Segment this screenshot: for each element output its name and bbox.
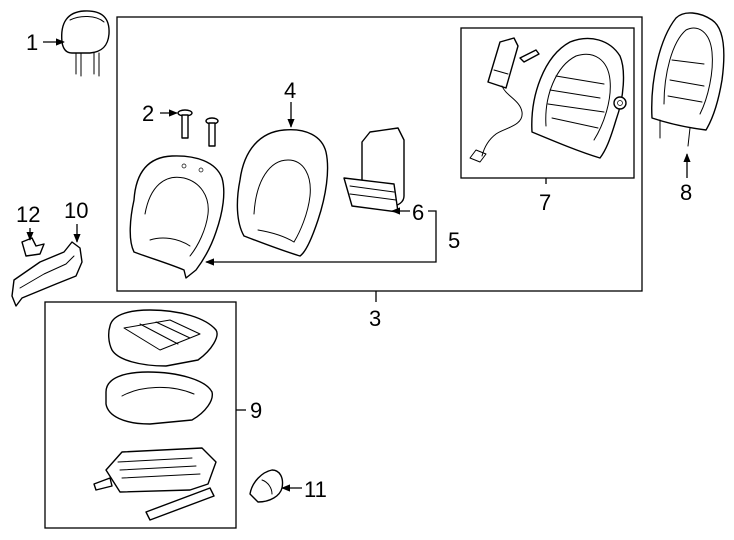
callout-7: 7 xyxy=(539,190,551,215)
frame-airbag-subbox xyxy=(460,27,635,179)
callout-2: 2 xyxy=(142,101,154,126)
callout-9: 9 xyxy=(250,398,262,423)
side-trim-part[interactable] xyxy=(11,241,83,307)
callout-4: 4 xyxy=(284,78,296,103)
seat-back-board-part[interactable] xyxy=(651,12,725,147)
callout-8: 8 xyxy=(680,180,692,205)
cushion-pad-part[interactable] xyxy=(105,371,213,425)
seat-back-cover-part[interactable] xyxy=(129,155,225,279)
headrest-part[interactable] xyxy=(61,10,110,77)
callout-12: 12 xyxy=(16,202,40,227)
cushion-frame-part[interactable] xyxy=(93,447,217,521)
seat-back-pad-part[interactable] xyxy=(236,129,329,257)
recliner-knob-part[interactable] xyxy=(249,469,284,503)
callout-1: 1 xyxy=(26,30,38,55)
airbag-frame-part[interactable] xyxy=(469,37,627,163)
back-panel-bracket-part[interactable] xyxy=(343,127,405,213)
callout-3: 3 xyxy=(369,306,381,331)
seat-cushion-assembly-box xyxy=(44,301,237,529)
clip-part[interactable] xyxy=(21,237,45,257)
callout-11: 11 xyxy=(304,477,327,502)
callout-10: 10 xyxy=(64,198,88,223)
cushion-cover-part[interactable] xyxy=(107,309,218,367)
callout-6: 6 xyxy=(412,200,424,225)
bolt-part[interactable] xyxy=(177,109,219,147)
seat-back-assembly-box xyxy=(116,16,643,292)
callout-5: 5 xyxy=(448,228,460,253)
